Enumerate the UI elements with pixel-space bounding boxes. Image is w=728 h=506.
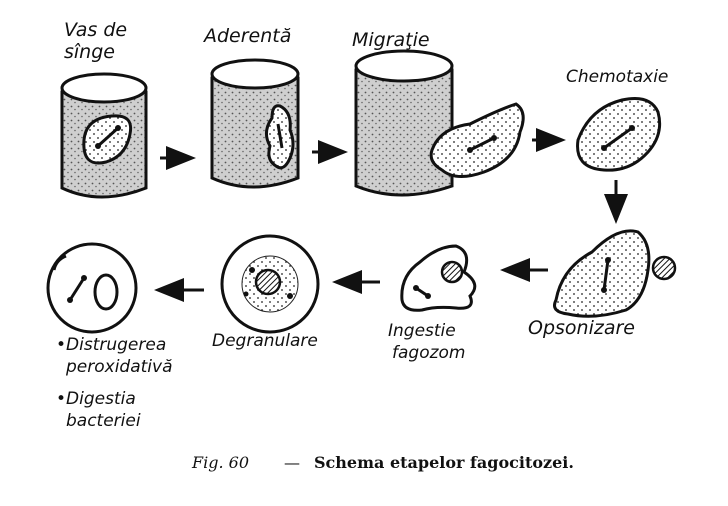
migrating-leukocyte [429, 102, 525, 178]
stage-degranulation: Degranulare [212, 234, 320, 351]
label-chemotaxis: Chemotaxie [566, 67, 668, 87]
stage-migration: Migraţie [352, 29, 525, 197]
caption-figure-number: Fig. 60 [191, 453, 249, 472]
label-vessel-line1: Vas de [64, 19, 127, 41]
degranulating-phagosome [254, 268, 282, 296]
label-ingestion-line2: fagozom [392, 343, 465, 363]
stage-result: •Distrugerea peroxidativă •Digestia bact… [46, 242, 173, 431]
caption-dash: — [284, 453, 300, 472]
stage-opsonization: Opsonizare [528, 229, 677, 339]
phagosome-bacterium [440, 260, 464, 284]
leukocyte-in-vessel [82, 114, 133, 165]
label-result-item1-line1: •Distrugerea [56, 335, 166, 355]
label-opsonization: Opsonizare [528, 317, 635, 339]
degranulation-cell [220, 234, 320, 334]
result-cell [46, 242, 138, 334]
chemotaxis-leukocyte [576, 97, 662, 172]
migration-cylinder [354, 49, 454, 197]
label-ingestion-line1: Ingestie [388, 321, 456, 341]
label-result-item2-line2: bacteriei [66, 411, 141, 431]
label-degranulation: Degranulare [212, 331, 318, 351]
ingestion-leukocyte [400, 244, 477, 312]
opsonized-bacterium [651, 255, 677, 281]
adherent-leukocyte [265, 104, 295, 170]
stage-chemotaxis: Chemotaxie [566, 67, 668, 172]
figure-caption: Fig. 60 — Schema etapelor fagocitozei. [191, 453, 574, 472]
opsonization-leukocyte [553, 229, 651, 318]
stage-vessel: Vas de sînge [60, 19, 148, 199]
stage-ingestion: Ingestie fagozom [388, 244, 477, 363]
stage-adherence: Aderentă [202, 25, 300, 189]
label-result-item2-line1: •Digestia [56, 389, 136, 409]
label-vessel-line2: sînge [64, 41, 115, 63]
label-migration: Migraţie [352, 29, 430, 51]
label-result-item1-line2: peroxidativă [65, 357, 173, 377]
caption-title: Schema etapelor fagocitozei. [314, 453, 574, 472]
label-adherence: Aderentă [202, 25, 291, 47]
